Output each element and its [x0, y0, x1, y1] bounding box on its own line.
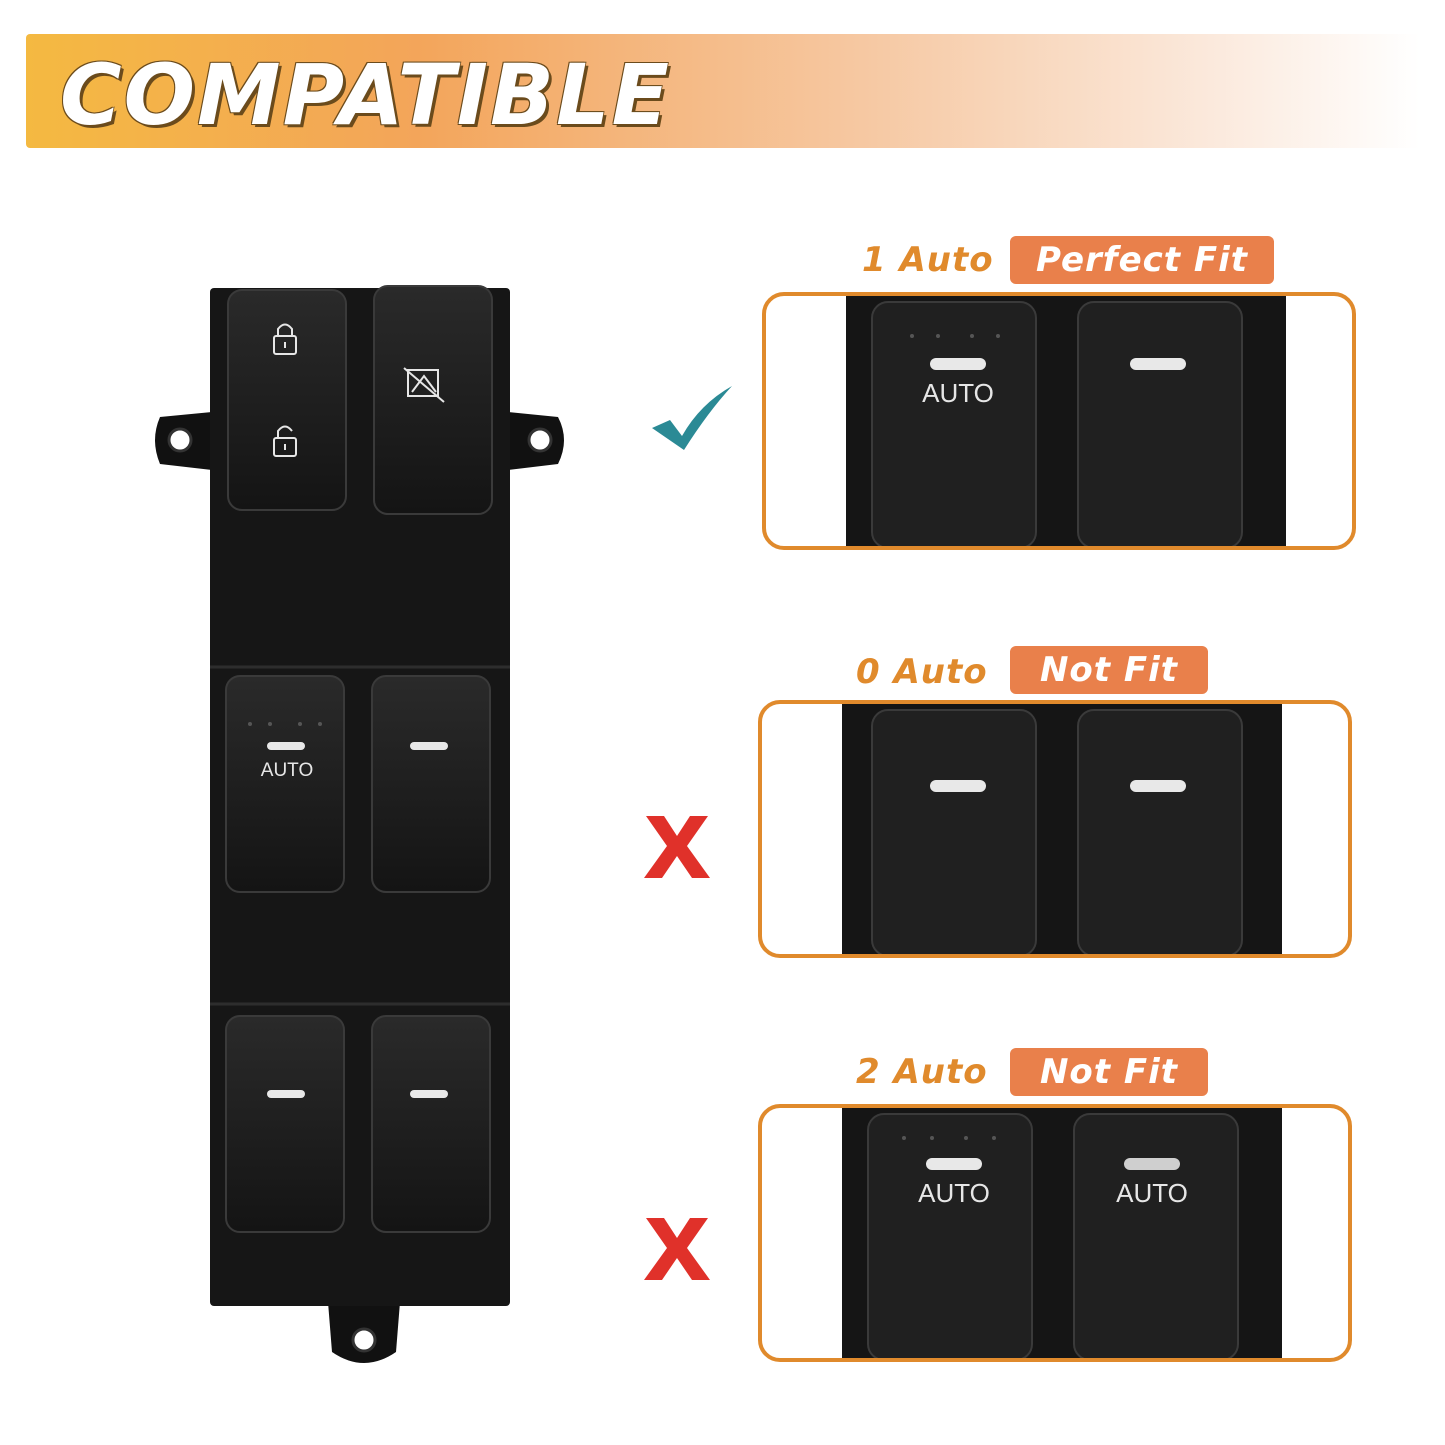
- lock-closed-icon: [273, 323, 297, 355]
- row-2-auto-label: 0 Auto: [856, 652, 988, 692]
- window-button-front-left: AUTO: [225, 675, 345, 893]
- lock-open-icon: [273, 425, 297, 457]
- window-button-rear-left: [225, 1015, 345, 1233]
- mount-ear-bottom: [328, 1302, 400, 1363]
- cross-icon: [644, 816, 710, 878]
- window-lock-button: [373, 285, 493, 515]
- row-3-fit-badge: Not Fit: [1010, 1048, 1208, 1096]
- window-lock-icon: [403, 367, 445, 403]
- window-button-front-right: [371, 675, 491, 893]
- main-window-switch-image: AUTO: [155, 285, 564, 1363]
- door-lock-button: [227, 289, 347, 511]
- row-1-switch-closeup: AUTO: [762, 292, 1356, 550]
- cross-icon: [644, 1218, 710, 1280]
- mount-ear-right: [508, 412, 564, 470]
- row-3-auto-label: 2 Auto: [856, 1052, 988, 1092]
- compatible-banner: [26, 34, 1420, 148]
- banner-title: COMPATIBLE: [60, 46, 671, 144]
- row-3-switch-closeup: AUTO AUTO: [758, 1104, 1352, 1362]
- auto-label: AUTO: [261, 760, 313, 781]
- row-1-auto-label: 1 Auto: [862, 240, 994, 280]
- closeup-auto-label: AUTO: [922, 378, 994, 408]
- row-2-switch-closeup: [758, 700, 1352, 958]
- closeup-auto-label-left: AUTO: [918, 1178, 990, 1208]
- closeup-auto-label-right: AUTO: [1116, 1178, 1188, 1208]
- check-icon: [652, 386, 732, 450]
- row-1-fit-badge: Perfect Fit: [1010, 236, 1274, 284]
- row-2-fit-badge: Not Fit: [1010, 646, 1208, 694]
- window-button-rear-right: [371, 1015, 491, 1233]
- mount-ear-left: [155, 412, 212, 470]
